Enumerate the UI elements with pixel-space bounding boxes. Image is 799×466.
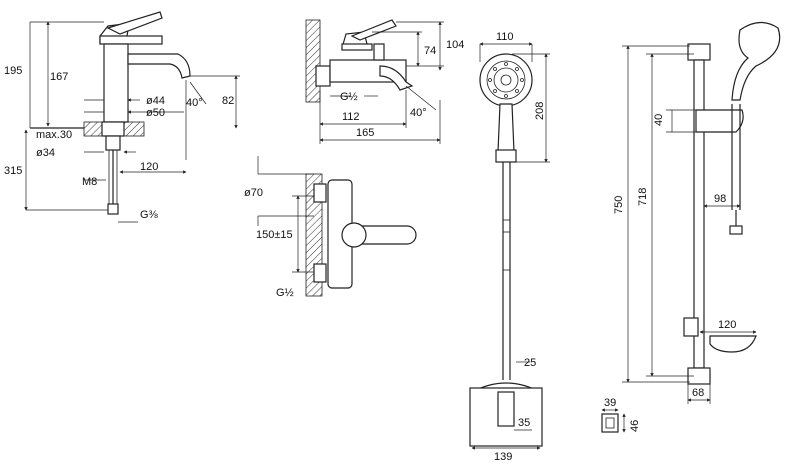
rail-hose-end <box>729 225 743 235</box>
shower-dim-25: 25 <box>524 357 536 369</box>
bath-side-dim-165: 165 <box>356 127 374 139</box>
basin-nut <box>105 135 121 151</box>
basin-dim-82: 82 <box>222 95 234 107</box>
clip-body <box>601 413 619 433</box>
bath-front-dim-150: 150±15 <box>256 229 293 241</box>
rail-dim-98: 98 <box>714 193 726 205</box>
shower-nozzles <box>488 62 524 98</box>
bath-front-dim-g12: G½ <box>276 287 294 299</box>
basin-lever-handle <box>106 11 163 35</box>
rail-soap-dish <box>709 335 757 353</box>
basin-spout <box>127 53 191 79</box>
basin-dim-m8: M8 <box>82 176 97 188</box>
clip-dim-39: 39 <box>604 397 616 409</box>
basin-hose-end <box>107 203 119 215</box>
bath-side-escutcheon <box>315 65 331 87</box>
rail-top-bracket <box>687 43 711 61</box>
bath-side-dim-g12: G½ <box>340 91 358 103</box>
rail-dim-120: 120 <box>718 319 736 331</box>
shower-dim-208: 208 <box>534 102 546 120</box>
basin-lever-cap <box>99 35 163 45</box>
basin-dim-d44: ø44 <box>146 95 165 107</box>
shower-holder <box>495 149 517 163</box>
basin-dim-angle: 40° <box>186 97 203 109</box>
basin-dim-g38: G⅜ <box>140 209 159 221</box>
bath-side-lever-cap <box>341 43 373 51</box>
shower-head-outer <box>479 53 533 107</box>
bath-side-spout <box>379 65 414 91</box>
rail-clip-detail: 39 46 <box>601 397 641 433</box>
bath-front-escutcheon-top <box>313 183 327 203</box>
shower-dim-35: 35 <box>518 417 530 429</box>
shower-dim-139: 139 <box>494 451 512 463</box>
rail-shower-head <box>731 21 781 101</box>
basin-dim-d34: ø34 <box>36 147 55 159</box>
hand-shower-drawing: 110 208 25 35 139 <box>469 31 550 463</box>
rail-dim-750: 750 <box>613 196 625 214</box>
clip-dim-46: 46 <box>629 420 641 432</box>
shower-dim-110: 110 <box>496 31 514 43</box>
slide-rail-drawing: 40 750 718 98 120 68 <box>613 21 781 404</box>
rail-slider <box>695 109 744 133</box>
bath-side-dim-angle: 40° <box>410 107 427 119</box>
basin-fixing <box>101 121 125 137</box>
basin-dim-d50: ø50 <box>146 107 165 119</box>
basin-dim-315: 315 <box>4 165 22 177</box>
bath-front-escutcheon-bottom <box>313 263 327 283</box>
rail-soap-holder-clip <box>683 317 699 337</box>
bath-front-dim-d70: ø70 <box>244 187 263 199</box>
rail-dim-718: 718 <box>637 188 649 206</box>
bath-front-knob <box>341 222 367 248</box>
shower-head-ring <box>486 60 526 100</box>
bath-side-dim-74: 74 <box>424 45 436 57</box>
shower-handle <box>497 103 515 153</box>
basin-mixer-body <box>103 43 129 123</box>
basin-dim-120: 120 <box>140 161 158 173</box>
bath-side-dim-112: 112 <box>342 111 360 123</box>
bath-side-dim-104: 104 <box>446 39 464 51</box>
bath-mixer-front-drawing: ø70 150±15 G½ <box>244 156 417 299</box>
bath-side-wall <box>305 19 321 103</box>
basin-dim-167: 167 <box>50 71 68 83</box>
rail-dim-68: 68 <box>692 387 704 399</box>
shower-wall-connector <box>497 391 515 427</box>
bath-side-lever <box>350 19 397 41</box>
bath-mixer-side-drawing: 74 104 G½ 40° 112 165 <box>305 19 464 144</box>
basin-dim-max30: max.30 <box>36 129 72 141</box>
basin-dim-195: 195 <box>4 65 22 77</box>
basin-mixer-drawing: 195 167 ø44 ø50 40° 82 max.30 ø34 315 12… <box>4 11 240 223</box>
bath-side-diverter <box>373 43 385 61</box>
rail-dim-40: 40 <box>653 114 665 126</box>
